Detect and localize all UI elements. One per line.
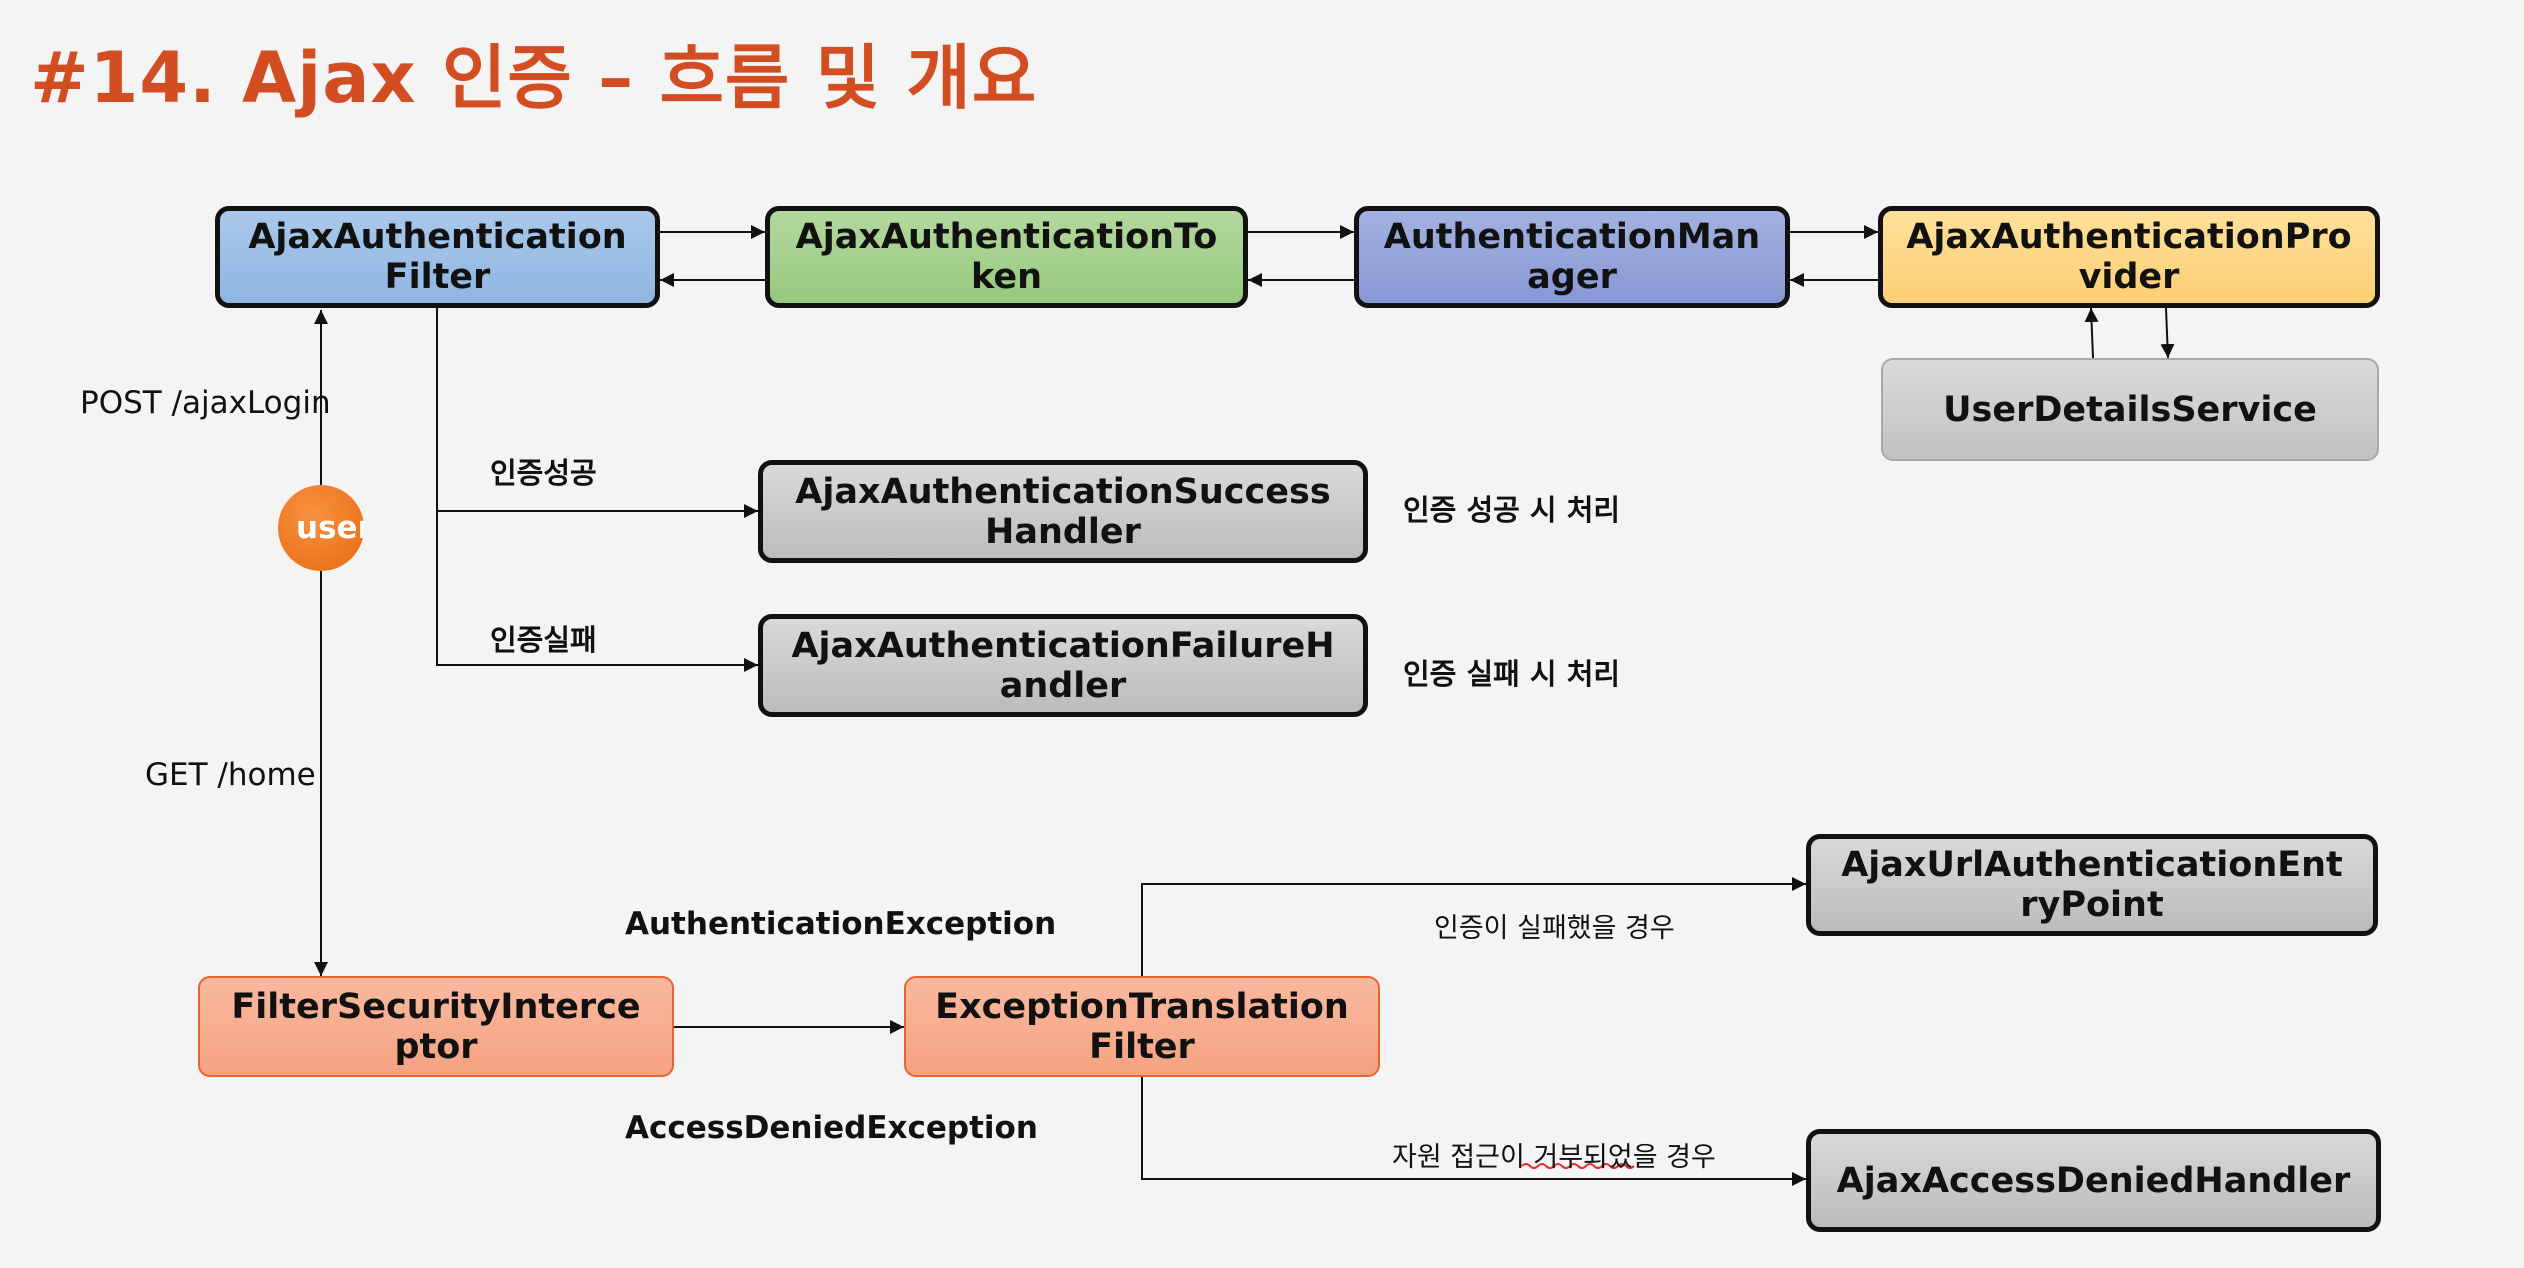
arrow-provider-to-uds [2160,307,2175,359]
failure-desc-label: 인증 실패 시 처리 [1403,657,1621,691]
ajax-authentication-provider-box: AjaxAuthenticationProvider [1878,206,2380,308]
auth-failure-label: 인증실패 [490,623,597,657]
auth-success-label: 인증성공 [490,456,597,490]
page-title: #14. Ajax 인증 – 흐름 및 개요 [30,37,1038,119]
get-home-label: GET /home [145,757,316,793]
user-details-service-box: UserDetailsService [1881,358,2379,461]
ajax-authentication-token-box: AjaxAuthenticationToken [765,206,1248,308]
authentication-exception-label: AuthenticationException [625,906,1057,942]
arrow-uds-to-provider [2084,307,2099,359]
entry-point-box: AjaxUrlAuthenticationEntryPoint [1806,834,2378,936]
user-circle: user [278,485,364,571]
success-handler-box: AjaxAuthenticationSuccessHandler [758,460,1368,563]
post-login-label: POST /ajaxLogin [80,385,331,421]
spellcheck-squiggle [1521,1163,1635,1169]
arrow-etf-to-entry-point [1141,877,1806,976]
access-denied-exception-label: AccessDeniedException [625,1110,1038,1146]
user-label: user [296,510,364,546]
arrow-etf-to-access-denied [1141,1076,1806,1186]
access-denied-handler-box: AjaxAccessDeniedHandler [1806,1129,2381,1232]
auth-failed-case-label: 인증이 실패했을 경우 [1434,913,1675,944]
ajax-authentication-filter-box: AjaxAuthenticationFilter [215,206,660,308]
access-denied-case-label: 자원 접근이 거부되었을 경우 [1392,1142,1716,1173]
exception-translation-filter-box: ExceptionTranslationFilter [904,976,1380,1077]
authentication-manager-box: AuthenticationManager [1354,206,1790,308]
success-desc-label: 인증 성공 시 처리 [1403,493,1621,527]
failure-handler-box: AjaxAuthenticationFailureHandler [758,614,1368,717]
filter-security-interceptor-box: FilterSecurityInterceptor [198,976,674,1077]
connector-filter-branch [436,308,758,672]
